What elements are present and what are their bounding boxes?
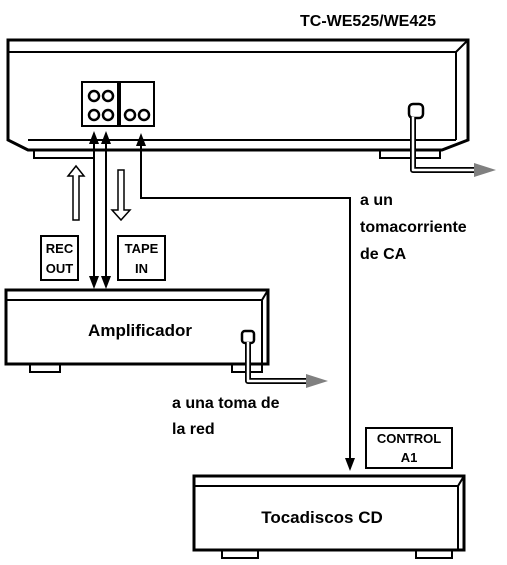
cd-player-label: Tocadiscos CD — [261, 508, 383, 527]
deck-power-inlet — [407, 102, 425, 120]
deck-outlet-note: a un tomacorriente de CA — [360, 192, 467, 263]
amp-outlet-note-line2: la red — [172, 421, 215, 438]
rec-out-cable — [89, 131, 99, 289]
deck-jack-panel-rec — [81, 81, 119, 127]
signal-up-arrow — [66, 164, 86, 221]
rec-out-label: REC OUT — [40, 235, 79, 281]
deck-top-edge — [7, 39, 469, 140]
deck-body — [6, 38, 470, 152]
cd-player-unit: Tocadiscos CD — [192, 474, 466, 559]
deck-outlet-note-line1: a un — [360, 192, 393, 209]
amp-outlet-note: a una toma de la red — [172, 395, 280, 438]
rec-out-label-line1: REC — [46, 241, 74, 256]
cassette-deck: TC-WE525/WE425 — [6, 13, 470, 159]
amp-top-edge — [5, 289, 269, 364]
amp-outlet-arrow — [306, 374, 328, 388]
cd-top-edge — [193, 475, 465, 550]
deck-outlet-note-line2: tomacorriente — [360, 219, 467, 236]
tape-in-cable — [101, 131, 111, 289]
amp-outlet-note-line1: a una toma de — [172, 395, 280, 412]
tape-in-label: TAPE IN — [117, 235, 166, 281]
deck-power-cord — [410, 117, 496, 177]
signal-down-arrow — [110, 169, 132, 222]
control-a1-label-line2: A1 — [401, 450, 418, 465]
control-a1-label-line1: CONTROL — [377, 431, 441, 446]
deck-model-label: TC-WE525/WE425 — [300, 13, 436, 30]
amp-power-cord — [245, 342, 328, 388]
amp-power-inlet — [240, 329, 256, 345]
tape-in-label-line1: TAPE — [125, 241, 159, 256]
amp-body — [4, 288, 270, 366]
tape-in-label-line2: IN — [135, 261, 148, 276]
control-a1-label: CONTROL A1 — [365, 427, 453, 469]
amplifier-label: Amplificador — [88, 321, 192, 340]
deck-jack-panel-control — [119, 81, 155, 127]
control-a1-cable — [136, 133, 355, 471]
deck-outlet-note-line3: de CA — [360, 246, 407, 263]
deck-outlet-arrow — [474, 163, 496, 177]
rec-out-label-line2: OUT — [46, 261, 74, 276]
amplifier-unit: Amplificador — [4, 288, 270, 373]
